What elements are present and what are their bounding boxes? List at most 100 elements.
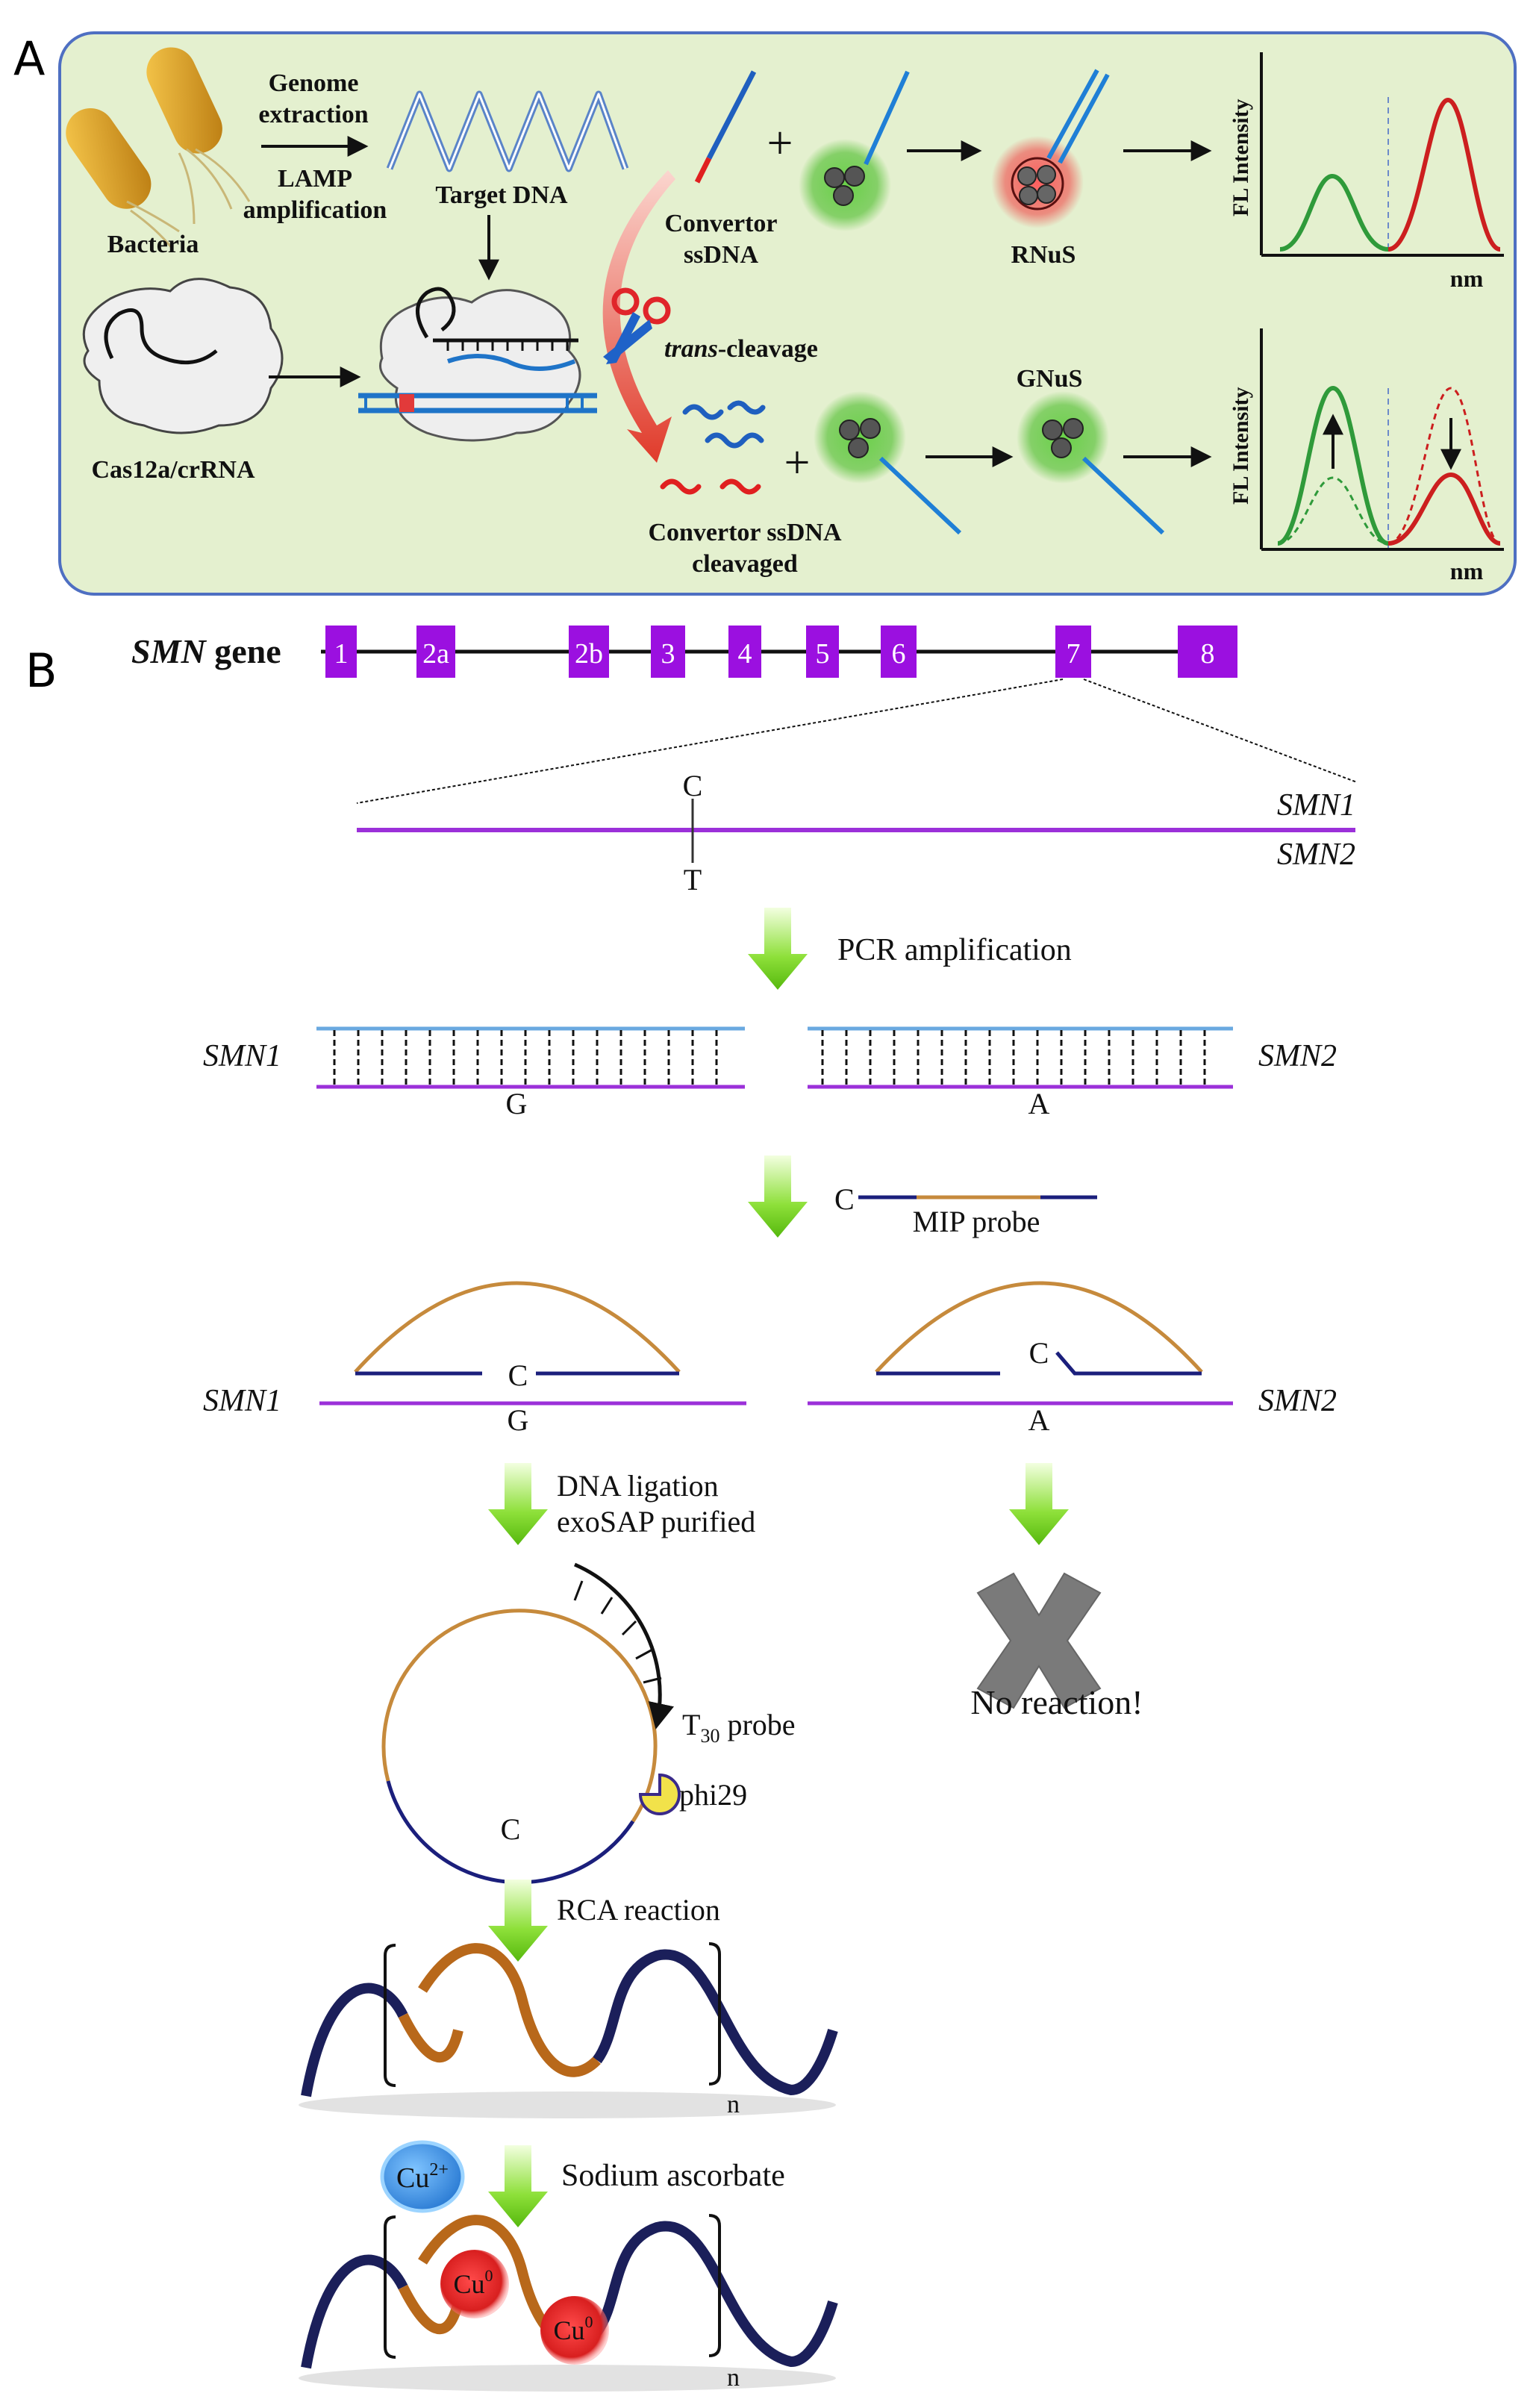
cu2-label: Cu2+ — [396, 2160, 449, 2194]
mip-hybrid-smn2 — [808, 1281, 1233, 1406]
smn2-label-pcr: SMN2 — [1258, 1039, 1337, 1073]
t30-probe-label: T30 probe — [682, 1708, 796, 1747]
genome-extraction-label-1: Genome — [269, 69, 359, 97]
cu2-ion-icon — [380, 2140, 465, 2213]
target-dna-label: Target DNA — [435, 181, 568, 209]
exon-3-label: 3 — [661, 638, 675, 670]
scissors-icon — [603, 287, 671, 364]
zoom-line-left — [356, 679, 1064, 804]
exon-1 — [325, 626, 357, 678]
red-nanosphere-rnus — [991, 69, 1110, 228]
panel-a-background — [58, 31, 1517, 596]
cleaved-label-1: Convertor ssDNA — [648, 519, 842, 546]
plus-sign-1: + — [767, 118, 793, 169]
pcr-duplex-smn2 — [808, 1026, 1233, 1089]
fl-axis-label-2: FL Intensity — [1229, 387, 1253, 505]
smn-gene-label: SMN gene — [131, 632, 281, 670]
smn-gene-italic: SMN — [131, 632, 207, 670]
cleaved-fragments — [660, 400, 766, 495]
mip-c-smn1: C — [508, 1359, 528, 1392]
exon-4 — [728, 626, 761, 678]
mip-probe-label: MIP probe — [913, 1205, 1040, 1238]
exon-3 — [651, 626, 685, 678]
cu2-sup: 2+ — [429, 2160, 449, 2180]
panel-a-label: A — [13, 31, 45, 86]
no-reaction-label: No reaction! — [970, 1683, 1143, 1721]
circle-c-label: C — [501, 1812, 521, 1846]
lamp-label-2: amplification — [243, 196, 387, 224]
smn1-label-top: SMN1 — [1277, 788, 1355, 823]
phi29-enzyme-icon — [638, 1773, 681, 1815]
target-dna-illustration — [386, 90, 629, 172]
cu-nanocluster-product — [299, 2214, 838, 2392]
smn1-label-mip: SMN1 — [203, 1384, 281, 1418]
exon-2b-label: 2b — [575, 638, 603, 670]
cu0-cluster-1 — [440, 2250, 509, 2318]
trans-rest: -cleavage — [718, 335, 818, 363]
cu0-base-1: Cu — [453, 2269, 484, 2299]
pcr-duplex-smn1 — [316, 1026, 745, 1089]
rca-product — [299, 1942, 838, 2118]
ligation-label-1: DNA ligation — [557, 1469, 719, 1503]
exon-7-label: 7 — [1067, 638, 1081, 670]
convertor-ssdna-blue — [706, 70, 757, 160]
cu0-base-2: Cu — [553, 2315, 584, 2345]
panel-b: B SMN gene 1 2a 2b 3 4 5 6 7 8 — [25, 626, 1358, 2392]
exon-row: 1 2a 2b 3 4 5 6 7 8 — [325, 626, 1237, 678]
nm-label-2: nm — [1450, 558, 1484, 584]
green-arrow-rca — [488, 1880, 548, 1962]
cleaved-label-2: cleavaged — [692, 550, 798, 578]
exon-1-label: 1 — [334, 638, 349, 670]
mip-g-smn1: G — [508, 1403, 529, 1437]
convertor-ssdna-red — [694, 157, 712, 184]
cu0-sup-2: 0 — [585, 2312, 593, 2331]
smn2-label-top: SMN2 — [1277, 838, 1355, 872]
no-reaction-x-icon — [976, 1572, 1102, 1709]
panel-b-label: B — [25, 643, 57, 698]
gnus-label: GNuS — [1017, 365, 1083, 393]
cas12a-illustration — [82, 278, 284, 434]
green-arrow-ligation — [488, 1463, 548, 1545]
genome-extraction-label-2: extraction — [258, 101, 368, 128]
exon-2a-label: 2a — [422, 638, 449, 670]
mip-a-smn2: A — [1028, 1403, 1050, 1437]
exon-8 — [1178, 626, 1237, 678]
cas12a-complex-illustration — [358, 287, 597, 442]
fl-axis-label-1: FL Intensity — [1229, 99, 1253, 216]
exon-6 — [881, 626, 917, 678]
pcr-base-smn1: G — [506, 1087, 528, 1120]
snp-bottom-base: T — [684, 863, 702, 896]
green-arrow-no-reaction — [1009, 1463, 1069, 1545]
mip-c-smn2: C — [1029, 1336, 1049, 1370]
trans-cleavage-label: trans-cleavage — [664, 335, 818, 363]
cu2-base: Cu — [396, 2162, 429, 2194]
mip-hybrid-smn1 — [319, 1281, 746, 1406]
cu0-label-2: Cu0 — [553, 2312, 593, 2345]
mip-c-label: C — [834, 1182, 855, 1216]
phi29-label: phi29 — [679, 1778, 747, 1812]
nm-label-1: nm — [1450, 265, 1484, 292]
red-curved-arrow — [602, 170, 675, 463]
exon-6-label: 6 — [892, 638, 906, 670]
spectrum-top — [1260, 52, 1504, 257]
ligated-circle — [381, 1562, 674, 1885]
exon-2a — [416, 626, 455, 678]
ligation-label-2: exoSAP purified — [557, 1505, 755, 1538]
zoom-line-right — [1083, 679, 1358, 783]
product-repeat-n: n — [727, 2364, 740, 2392]
t30-rest: probe — [719, 1708, 795, 1741]
plus-sign-2: + — [784, 437, 811, 488]
t30-sub: 30 — [700, 1725, 719, 1747]
sodium-ascorbate-label: Sodium ascorbate — [561, 2159, 785, 2193]
cu0-sup-1: 0 — [485, 2266, 493, 2285]
rnus-label: RNuS — [1011, 241, 1076, 269]
exon-5-label: 5 — [816, 638, 830, 670]
green-nanosphere-1 — [799, 70, 910, 231]
rca-repeat-n: n — [727, 2091, 740, 2118]
convertor-ssdna-label-1: Convertor — [664, 210, 777, 237]
exon-4-label: 4 — [738, 638, 752, 670]
snp-top-base: C — [683, 769, 703, 802]
rca-label: RCA reaction — [557, 1893, 720, 1927]
smn-gene-rest: gene — [206, 632, 281, 670]
